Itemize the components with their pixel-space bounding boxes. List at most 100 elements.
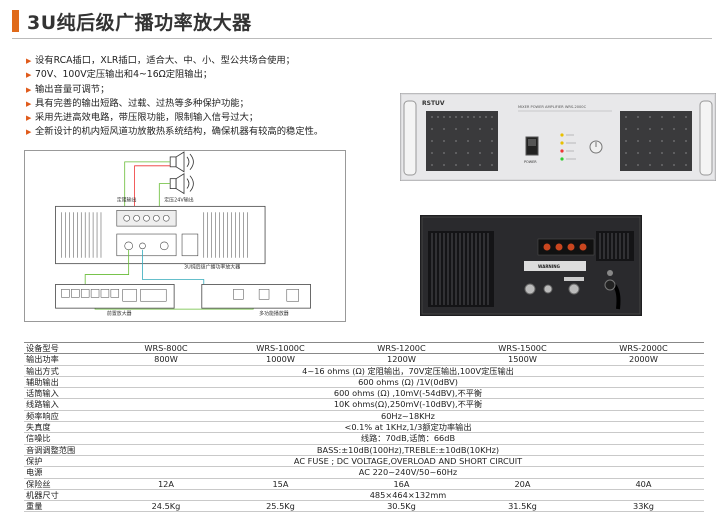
table-cell: AC 220~240V/50~60Hz xyxy=(112,466,704,479)
table-row: 信噪比 线路：70dB,话筒：66dB xyxy=(24,432,704,445)
xlr-input xyxy=(524,283,536,295)
table-cell: 600 ohms (Ω) /1V(0dBV) xyxy=(112,376,704,389)
table-row: 失真度 <0.1% at 1KHz,1/3额定功率输出 xyxy=(24,421,704,434)
bullet-icon: ▶ xyxy=(26,85,32,94)
speaker-icon xyxy=(169,151,194,173)
table-cell: 600 ohms (Ω) ,10mV(-54dBV),不平衡 xyxy=(112,387,704,400)
table-label: 话筒输入 xyxy=(24,387,112,400)
label-player: 多功能播放器 xyxy=(259,310,289,317)
title-bar: 3U纯后级广播功率放大器 xyxy=(12,6,252,36)
feature-item: ▶全新设计的机内短风道功放散热系统结构，确保机器有较高的稳定性。 xyxy=(26,125,386,139)
speaker-terminal xyxy=(555,243,563,251)
spec-table: 设备型号 WRS-800C WRS-1000C WRS-1200C WRS-15… xyxy=(24,341,704,513)
table-cell: 485×464×132mm xyxy=(112,489,704,502)
model-cell: WRS-1000C xyxy=(219,341,341,355)
title-accent-bar xyxy=(12,10,19,32)
table-row: 频率响应 60Hz~18KHz xyxy=(24,410,704,423)
table-label: 失真度 xyxy=(24,421,112,434)
led-indicator xyxy=(560,149,564,153)
table-row: 电源 AC 220~240V/50~60Hz xyxy=(24,466,704,479)
table-cell: 1200W xyxy=(340,353,462,366)
label-fixed-voltage: 定压24V输出 xyxy=(164,196,193,203)
table-cell: 16A xyxy=(340,478,462,490)
led-indicator xyxy=(560,133,564,137)
table-label: 重量 xyxy=(24,500,112,513)
table-row: 保护 AC FUSE ; DC VOLTAGE,OVERLOAD AND SHO… xyxy=(24,455,704,468)
brand-logo: RSTUV xyxy=(422,100,445,107)
feature-item: ▶设有RCA插口，XLR插口，适合大、中、小、型公共场合使用； xyxy=(26,54,386,68)
speaker-terminal xyxy=(579,243,587,251)
table-cell: 30.5Kg xyxy=(340,500,462,513)
table-row: 保险丝 12A 15A 16A 20A 40A xyxy=(24,478,704,490)
model-label: MIXER POWER AMPLIFIER WRS-2000C xyxy=(518,105,587,109)
rca-input xyxy=(543,284,553,294)
title-divider xyxy=(12,38,712,39)
table-label: 电源 xyxy=(24,466,112,479)
heatsink-left xyxy=(431,233,489,305)
bullet-icon: ▶ xyxy=(26,99,32,108)
label-fixed-resistance: 定阻输出 xyxy=(117,196,137,203)
table-cell: 1000W xyxy=(219,353,341,366)
table-row: 音调调整范围 BASS:±10dB(100Hz),TREBLE:±10dB(10… xyxy=(24,444,704,456)
table-label: 音调调整范围 xyxy=(24,444,112,456)
wiring-diagram: 定阻输出 定压24V输出 xyxy=(24,150,346,322)
table-label: 线路输入 xyxy=(24,398,112,411)
table-label: 输出功率 xyxy=(24,353,112,366)
xlr-input xyxy=(568,283,580,295)
table-label: 设备型号 xyxy=(24,341,112,355)
model-cell: WRS-1500C xyxy=(461,341,583,355)
heatsink-right xyxy=(599,233,629,259)
speaker-terminal xyxy=(543,243,551,251)
model-cell: WRS-1200C xyxy=(340,341,462,355)
front-panel-image: RSTUV MIXER POWER AMPLIFIER WRS-2000C PO… xyxy=(400,93,716,181)
table-cell: 10K ohms(Ω),250mV(-10dBV),不平衡 xyxy=(112,398,704,411)
table-row: 话筒输入 600 ohms (Ω) ,10mV(-54dBV),不平衡 xyxy=(24,387,704,400)
label-amplifier: 3U纯后级广播功率放大器 xyxy=(184,264,240,271)
speaker-terminal xyxy=(567,243,575,251)
table-row: 机器尺寸 485×464×132mm xyxy=(24,489,704,502)
table-cell: 40A xyxy=(582,478,704,490)
table-cell: 33Kg xyxy=(582,500,704,513)
table-cell: 12A xyxy=(112,478,220,490)
warning-label: WARNING xyxy=(538,264,560,269)
page-title: 3U纯后级广播功率放大器 xyxy=(27,11,252,34)
feature-item: ▶输出音量可调节； xyxy=(26,83,386,97)
table-cell: 31.5Kg xyxy=(461,500,583,513)
table-cell: 20A xyxy=(461,478,583,490)
table-cell: 25.5Kg xyxy=(219,500,341,513)
feature-item: ▶具有完善的输出短路、过载、过热等多种保护功能； xyxy=(26,97,386,111)
fuse-holder xyxy=(607,270,613,276)
bullet-icon: ▶ xyxy=(26,71,32,80)
preamp-rear xyxy=(55,284,175,309)
table-label: 信噪比 xyxy=(24,432,112,445)
table-row: 重量 24.5Kg 25.5Kg 30.5Kg 31.5Kg 33Kg xyxy=(24,500,704,513)
table-cell: AC FUSE ; DC VOLTAGE,OVERLOAD AND SHORT … xyxy=(112,455,704,468)
model-cell: WRS-2000C xyxy=(582,341,704,355)
table-cell: BASS:±10dB(100Hz),TREBLE:±10dB(10KHz) xyxy=(112,444,704,456)
bullet-icon: ▶ xyxy=(26,128,32,137)
label-preamp: 前置放大器 xyxy=(107,310,132,317)
table-label: 辅助输出 xyxy=(24,376,112,389)
led-indicator xyxy=(560,157,564,161)
table-cell: 1500W xyxy=(461,353,583,366)
table-label: 保险丝 xyxy=(24,478,112,490)
led-indicator xyxy=(560,141,564,145)
feature-item: ▶70V、100V定压输出和4~16Ω定阻输出； xyxy=(26,68,386,82)
table-row: 输出功率 800W 1000W 1200W 1500W 2000W xyxy=(24,353,704,366)
speaker-icon xyxy=(169,173,194,195)
model-cell: WRS-800C xyxy=(112,341,220,355)
table-row: 辅助输出 600 ohms (Ω) /1V(0dBV) xyxy=(24,376,704,389)
rear-panel-image: WARNING xyxy=(420,215,642,316)
feature-list: ▶设有RCA插口，XLR插口，适合大、中、小、型公共场合使用； ▶70V、100… xyxy=(26,54,386,140)
table-row: 线路输入 10K ohms(Ω),250mV(-10dBV),不平衡 xyxy=(24,398,704,411)
feature-item: ▶采用先进高效电路，带压限功能，限制输入信号过大； xyxy=(26,111,386,125)
table-label: 保护 xyxy=(24,455,112,468)
table-cell: 2000W xyxy=(582,353,704,366)
table-cell: 24.5Kg xyxy=(112,500,220,513)
table-cell: 15A xyxy=(219,478,341,490)
player-rear xyxy=(201,284,311,309)
bullet-icon: ▶ xyxy=(26,114,32,123)
table-cell: 60Hz~18KHz xyxy=(112,410,704,423)
table-cell: <0.1% at 1KHz,1/3额定功率输出 xyxy=(112,421,704,434)
table-cell: 线路：70dB,话筒：66dB xyxy=(112,432,704,445)
